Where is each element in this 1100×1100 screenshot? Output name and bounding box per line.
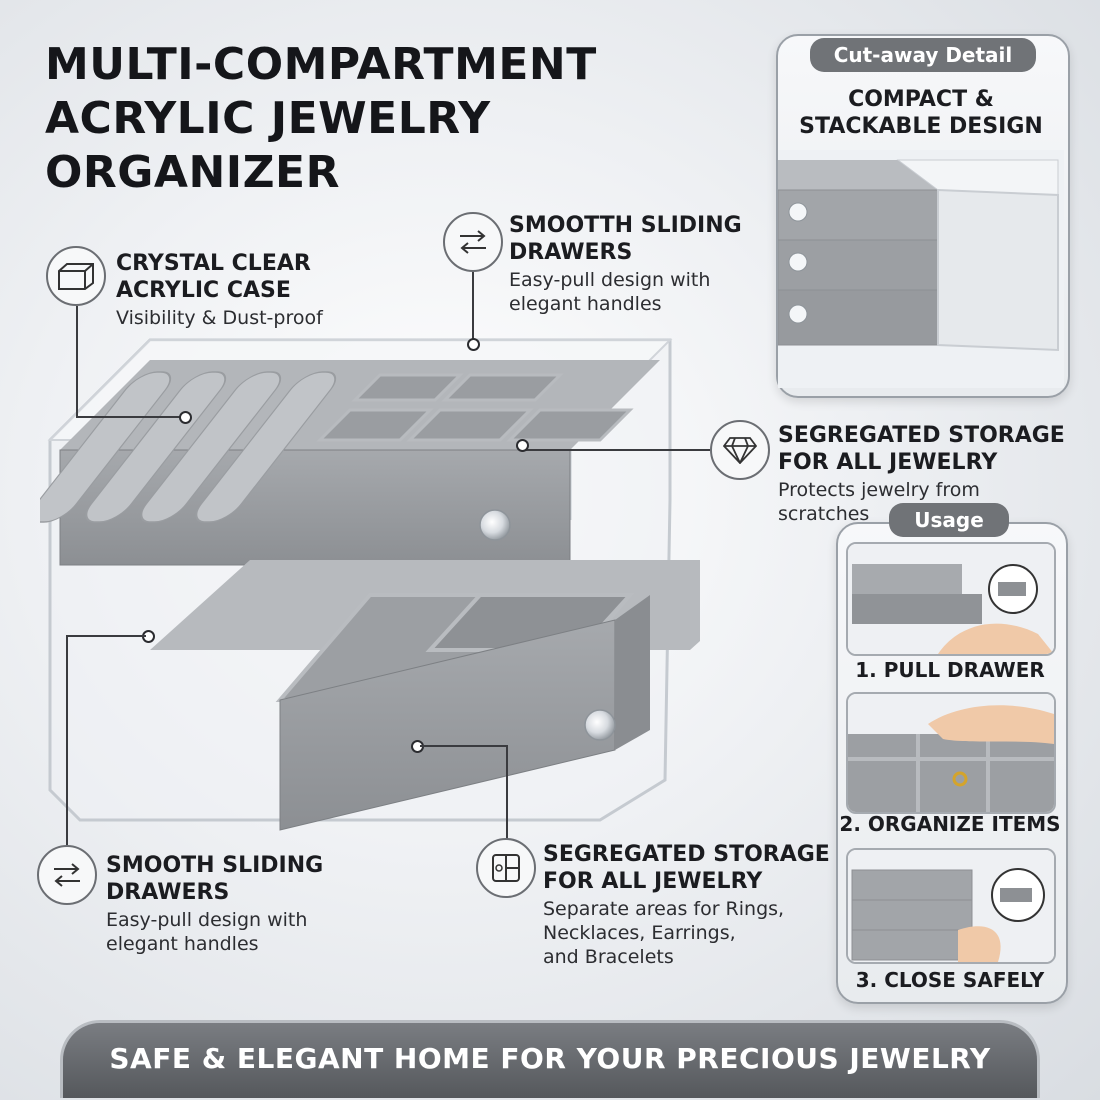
feature-heading: ACRYLIC CASE: [116, 278, 291, 303]
feature-description: scratches: [778, 503, 870, 525]
callout-line: [420, 745, 508, 747]
cutaway-heading-line: COMPACT &: [848, 87, 994, 112]
cutaway-tag: Cut-away Detail: [810, 38, 1036, 72]
step-3-label: 3. CLOSE SAFELY: [855, 968, 1045, 992]
feature-smooth-sliding-bottom: SMOOTH SLIDING DRAWERS Easy-pull design …: [106, 852, 323, 956]
stacked-organizer-illustration: [778, 150, 1064, 388]
callout-dot: [467, 338, 480, 351]
feature-heading: CRYSTAL CLEAR: [116, 251, 311, 276]
feature-heading: FOR ALL JEWELRY: [778, 450, 998, 475]
cutaway-heading-line: STACKABLE DESIGN: [799, 114, 1043, 139]
step-2-label: 2. ORGANIZE ITEMS: [839, 812, 1061, 836]
title-line-2: ACRYLIC JEWELRY: [45, 93, 491, 144]
feature-heading: DRAWERS: [106, 880, 230, 905]
feature-heading: SMOOTTH SLIDING: [509, 213, 742, 238]
feature-heading: SMOOTH SLIDING: [106, 853, 324, 878]
feature-description: Easy-pull design with: [106, 909, 308, 931]
step-2-image: [846, 692, 1056, 814]
callout-line: [76, 416, 184, 418]
step-1-image: [846, 542, 1056, 656]
page-title: MULTI-COMPARTMENT ACRYLIC JEWELRY ORGANI…: [45, 38, 725, 200]
callout-line: [506, 745, 508, 840]
title-line-3: ORGANIZER: [45, 147, 340, 198]
step-1-label: 1. PULL DRAWER: [855, 658, 1045, 682]
callout-line: [76, 306, 78, 418]
top-drawer: [40, 360, 660, 566]
title-line-1: MULTI-COMPARTMENT: [45, 39, 597, 90]
bottom-banner: SAFE & ELEGANT HOME FOR YOUR PRECIOUS JE…: [60, 1020, 1040, 1098]
feature-description: Protects jewelry from: [778, 479, 980, 501]
feature-description: Necklaces, Earrings,: [543, 922, 736, 944]
organizer-illustration: [40, 338, 700, 831]
feature-segregated-right: SEGREGATED STORAGE FOR ALL JEWELRY Prote…: [778, 422, 1065, 526]
feature-description: elegant handles: [106, 933, 259, 955]
cutaway-heading: COMPACT & STACKABLE DESIGN: [776, 86, 1066, 140]
usage-tag: Usage: [889, 503, 1009, 537]
sliding-arrows-icon: [443, 212, 503, 272]
feature-heading: SEGREGATED STORAGE: [543, 842, 830, 867]
feature-description: elegant handles: [509, 293, 662, 315]
callout-line: [66, 635, 68, 845]
diamond-icon: [710, 420, 770, 480]
acrylic-box-icon: [46, 246, 106, 306]
callout-line: [472, 272, 474, 342]
feature-description: Visibility & Dust-proof: [116, 307, 323, 329]
feature-smooth-sliding-top: SMOOTTH SLIDING DRAWERS Easy-pull design…: [509, 212, 742, 316]
feature-heading: FOR ALL JEWELRY: [543, 869, 763, 894]
feature-description: Separate areas for Rings,: [543, 898, 785, 920]
feature-heading: DRAWERS: [509, 240, 633, 265]
callout-line: [526, 449, 710, 451]
compartments-icon: [476, 838, 536, 898]
feature-segregated-bottom: SEGREGATED STORAGE FOR ALL JEWELRY Separ…: [543, 841, 830, 969]
feature-crystal-clear: CRYSTAL CLEAR ACRYLIC CASE Visibility & …: [116, 250, 323, 330]
feature-heading: SEGREGATED STORAGE: [778, 423, 1065, 448]
callout-dot: [179, 411, 192, 424]
feature-description: Easy-pull design with: [509, 269, 711, 291]
step-3-image: [846, 848, 1056, 964]
feature-description: and Bracelets: [543, 946, 674, 968]
bottom-drawer: [150, 560, 700, 831]
callout-dot: [516, 439, 529, 452]
sliding-arrows-icon: [37, 845, 97, 905]
callout-line: [66, 635, 146, 637]
